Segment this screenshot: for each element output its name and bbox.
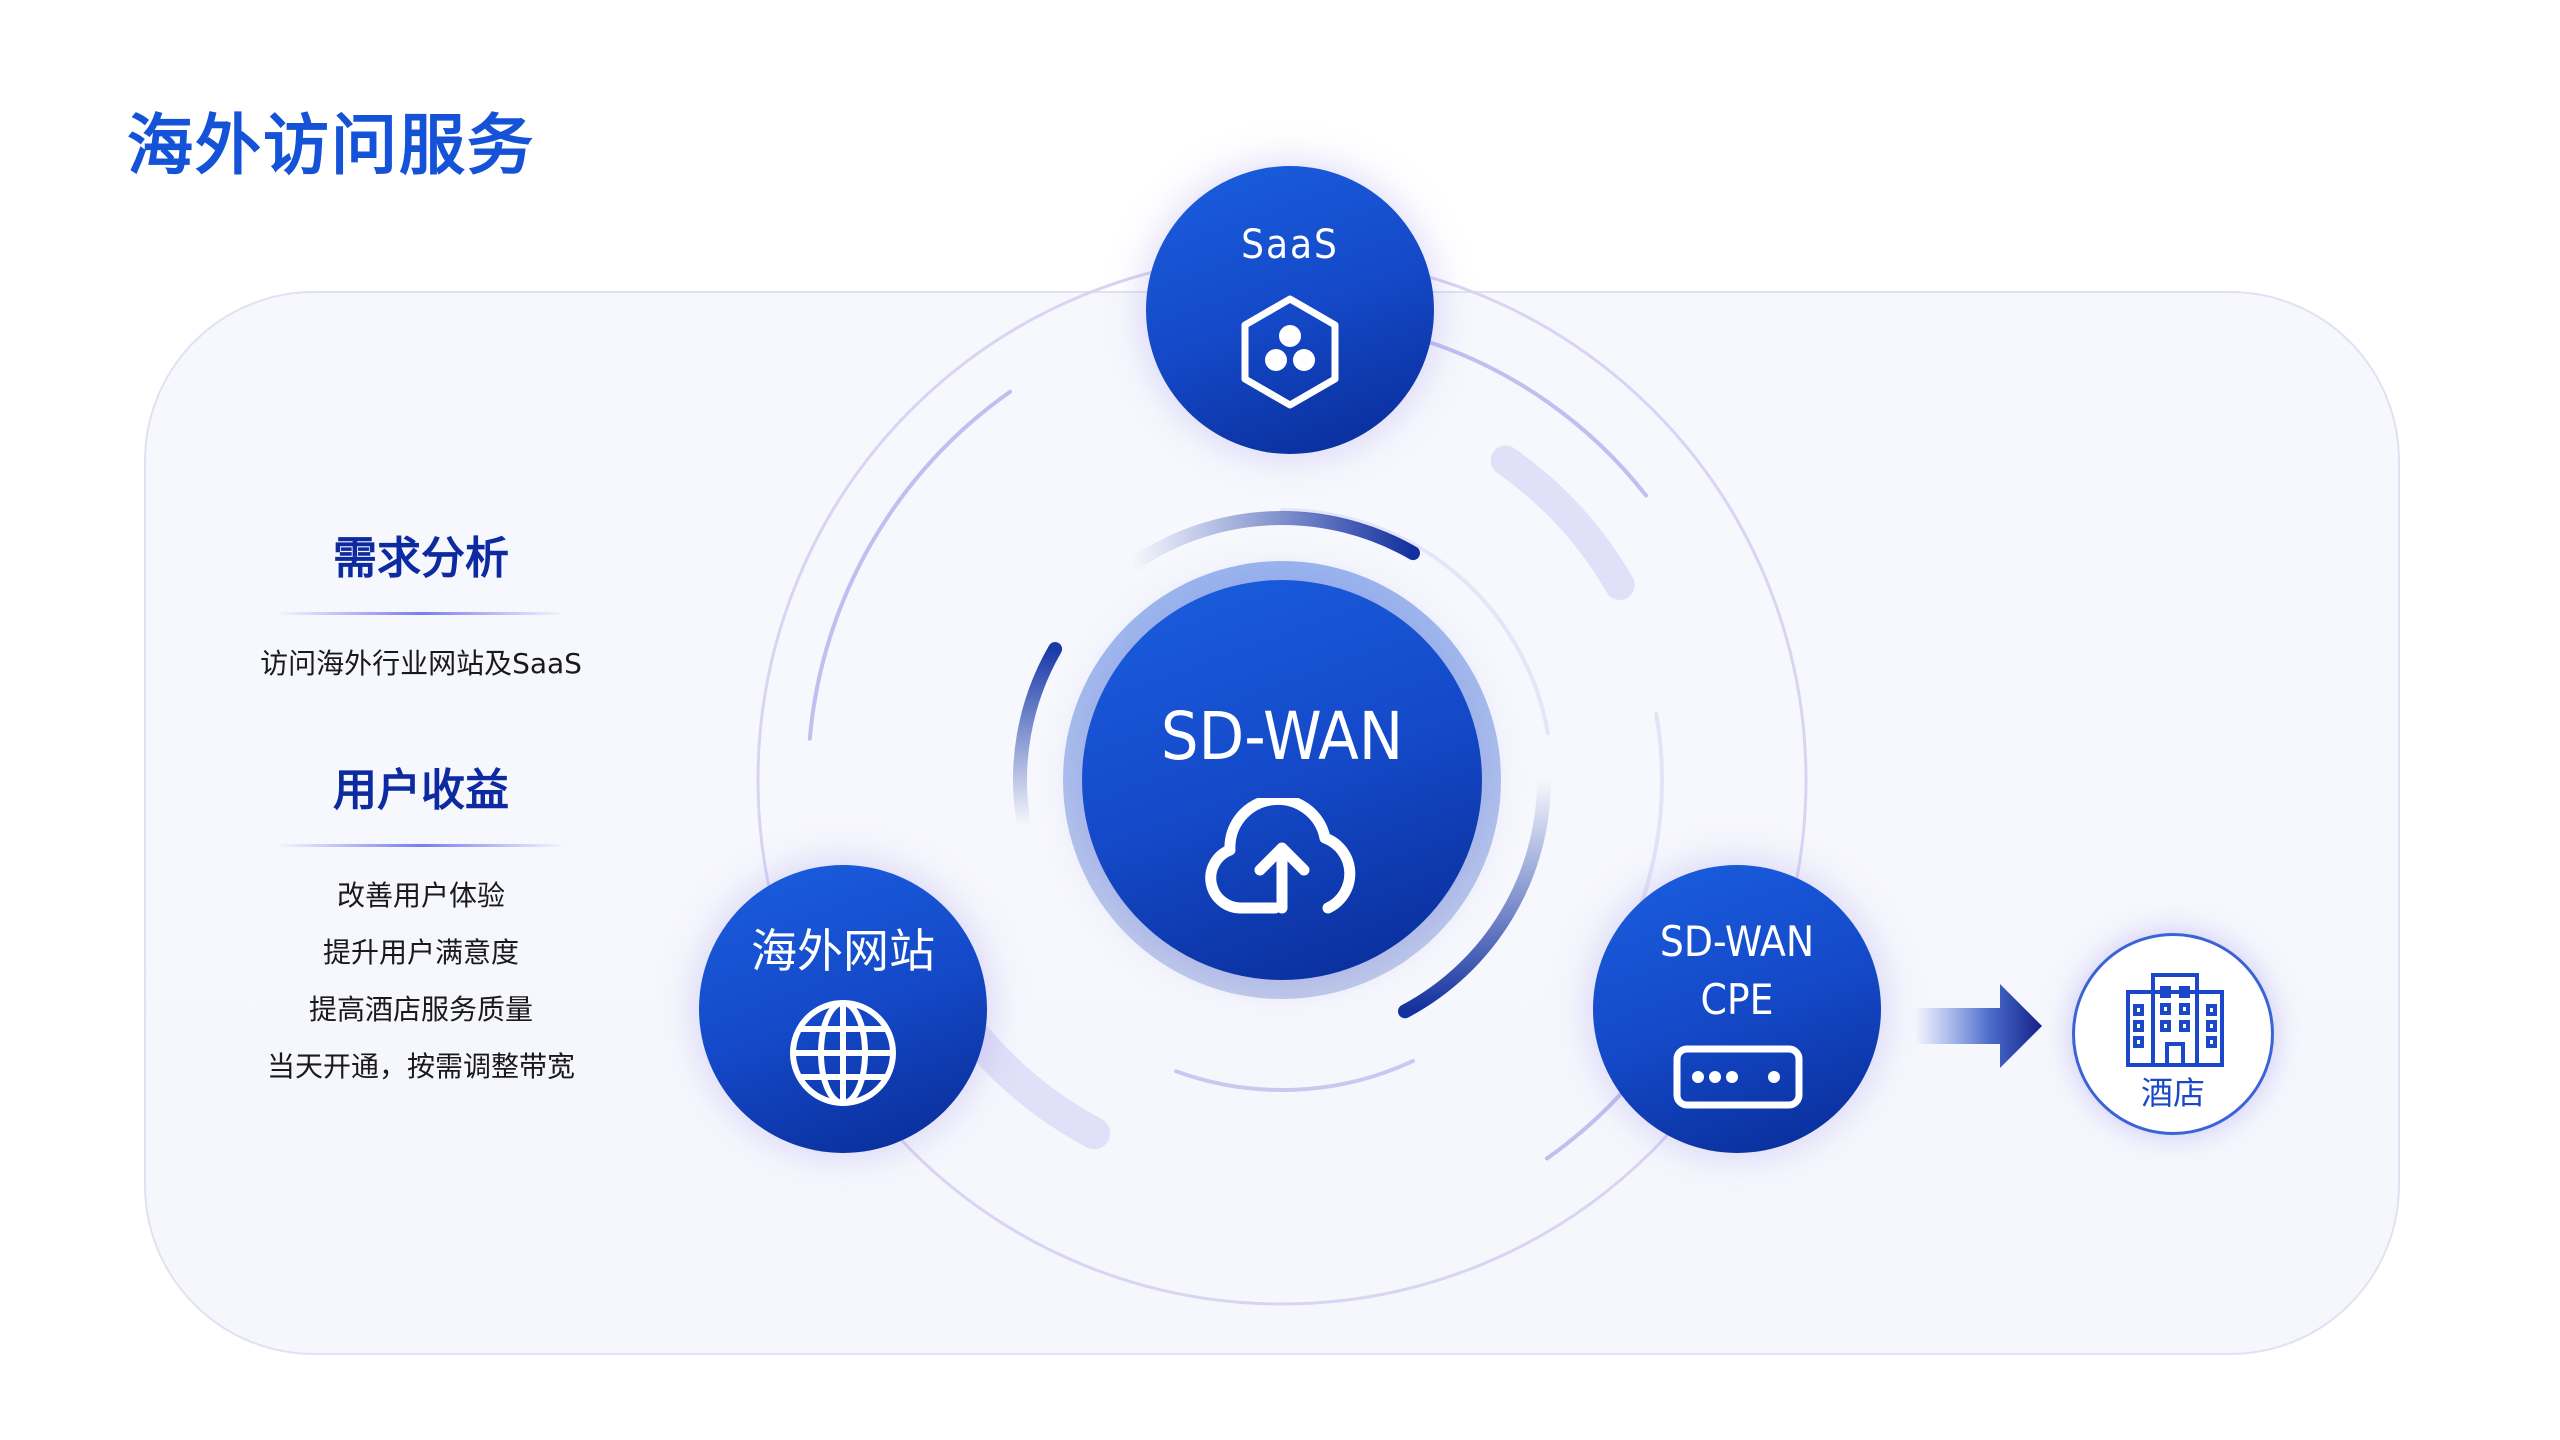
section-item: 访问海外行业网站及SaaS xyxy=(260,647,582,680)
node-label: SaaS xyxy=(1241,222,1339,268)
node-label: 酒店 xyxy=(2140,1074,2205,1112)
section-item: 提高酒店服务质量 xyxy=(308,993,533,1026)
orbit-arc xyxy=(1280,508,1550,736)
orbit-arc xyxy=(1173,1058,1416,1092)
node-label: SD-WAN xyxy=(1160,698,1404,775)
cloud-upload-icon xyxy=(1205,798,1356,914)
node-label: SD-WAN xyxy=(1659,917,1815,966)
overseas-website-node: 海外网站 xyxy=(699,865,987,1153)
hexagon-cluster-icon xyxy=(1241,295,1339,409)
building-icon xyxy=(2126,973,2224,1067)
gradient-arc xyxy=(1398,773,1551,1019)
gradient-arc xyxy=(1124,511,1420,573)
divider xyxy=(276,612,566,615)
arrow-right-icon xyxy=(1914,984,2042,1068)
sdwan-cpe-node: SD-WAN CPE xyxy=(1593,865,1881,1153)
sdwan-center-node: SD-WAN xyxy=(1082,580,1482,980)
router-device-icon xyxy=(1673,1045,1803,1109)
section-item: 提升用户满意度 xyxy=(322,936,519,969)
orbit-arc xyxy=(1637,712,1664,912)
orbit-arc xyxy=(807,389,1013,741)
divider xyxy=(276,844,566,847)
globe-icon xyxy=(790,1000,896,1106)
saas-node: SaaS xyxy=(1146,166,1434,454)
page-title: 海外访问服务 xyxy=(127,107,535,184)
section-item: 改善用户体验 xyxy=(336,879,505,912)
requirement-section: 需求分析 访问海外行业网站及SaaS xyxy=(260,522,582,692)
orbit-arc xyxy=(1422,338,1649,498)
hotel-node: 酒店 xyxy=(2072,933,2274,1135)
node-label: CPE xyxy=(1700,975,1774,1024)
gradient-arc xyxy=(1013,642,1063,833)
section-item: 当天开通，按需调整带宽 xyxy=(266,1050,575,1083)
node-label: 海外网站 xyxy=(751,924,935,978)
section-heading: 用户收益 xyxy=(333,765,509,816)
benefit-section: 用户收益 改善用户体验 提升用户满意度 提高酒店服务质量 当天开通，按需调整带宽 xyxy=(260,754,582,1095)
orbit-band xyxy=(1490,445,1635,600)
section-heading: 需求分析 xyxy=(333,533,509,584)
